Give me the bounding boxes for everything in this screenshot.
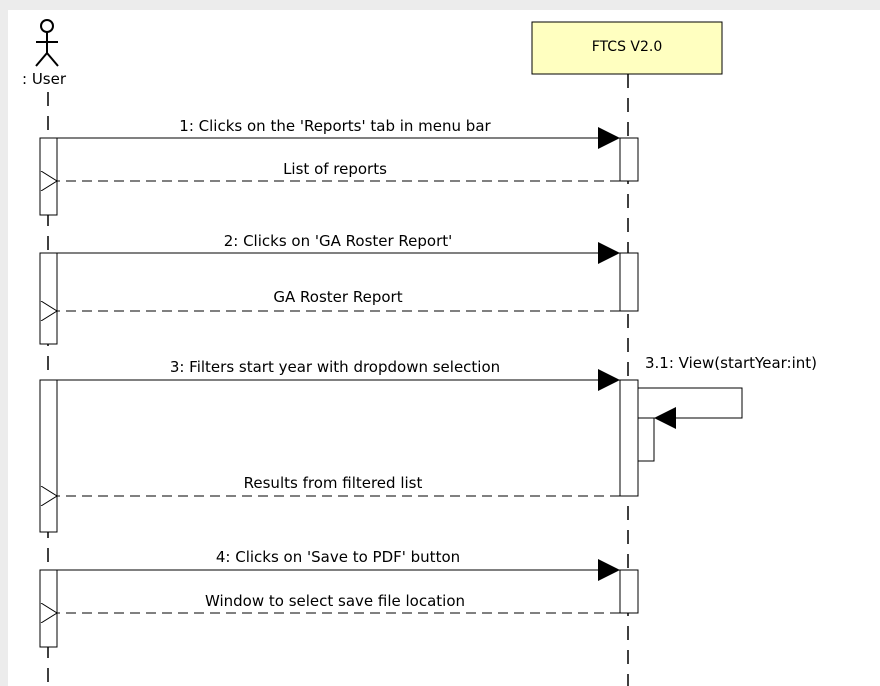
actor-label: : User <box>22 70 67 88</box>
return-2-label: GA Roster Report <box>273 288 402 306</box>
return-3-label: Results from filtered list <box>244 474 423 492</box>
message-1-label: 1: Clicks on the 'Reports' tab in menu b… <box>179 117 491 135</box>
activation-user-4 <box>39 569 58 648</box>
self-message-3-1-label: 3.1: View(startYear:int) <box>645 354 817 372</box>
actor-user: : User <box>22 19 67 88</box>
message-4-label: 4: Clicks on 'Save to PDF' button <box>216 548 460 566</box>
return-4-label: Window to select save file location <box>205 592 465 610</box>
participant-ftcs: FTCS V2.0 <box>531 21 723 75</box>
stick-figure-icon <box>35 19 59 67</box>
activation-ftcs-2 <box>619 252 639 312</box>
message-3: 3: Filters start year with dropdown sele… <box>57 358 620 391</box>
activation-ftcs-1 <box>619 137 639 182</box>
activation-ftcs-4 <box>619 569 639 614</box>
participant-box <box>531 21 723 75</box>
return-3: Results from filtered list <box>57 474 620 496</box>
activation-user-2 <box>39 252 58 345</box>
message-3-label: 3: Filters start year with dropdown sele… <box>170 358 500 376</box>
return-2: GA Roster Report <box>57 288 620 311</box>
message-2-label: 2: Clicks on 'GA Roster Report' <box>224 232 453 250</box>
activation-ftcs-3-nested <box>637 417 655 462</box>
participant-label: FTCS V2.0 <box>592 39 663 55</box>
activation-user-3 <box>39 379 58 533</box>
return-1-label: List of reports <box>283 160 387 178</box>
message-4: 4: Clicks on 'Save to PDF' button <box>57 548 620 581</box>
diagram-background <box>8 10 880 686</box>
message-1: 1: Clicks on the 'Reports' tab in menu b… <box>57 117 620 149</box>
activation-ftcs-3 <box>619 379 639 497</box>
message-2: 2: Clicks on 'GA Roster Report' <box>57 232 620 264</box>
self-message-3-1: 3.1: View(startYear:int) <box>638 354 817 429</box>
return-1: List of reports <box>57 160 620 181</box>
self-message-3-1-arrow <box>638 387 743 429</box>
activation-user-1 <box>39 137 58 216</box>
return-4: Window to select save file location <box>57 592 620 613</box>
